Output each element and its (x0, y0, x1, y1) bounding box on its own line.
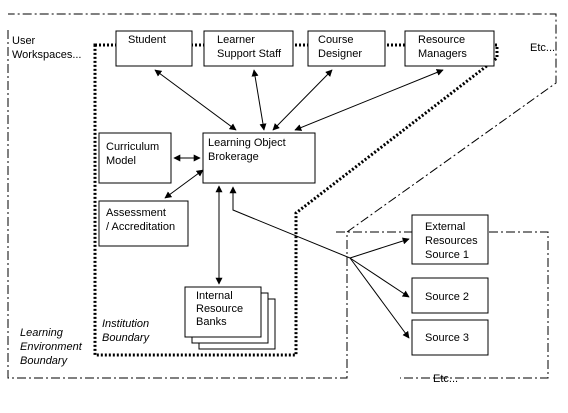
student-brokerage-arrow (154, 69, 237, 131)
source-3-box[interactable]: Source 3 (411, 319, 489, 356)
source-3-arrow (349, 257, 410, 339)
assessment-brokerage-arrow (164, 169, 204, 199)
curriculum-model-label: Curriculum Model (106, 141, 162, 167)
external-source-1-arrow (349, 237, 410, 259)
learner-support-staff-box[interactable]: Learner Support Staff (203, 30, 294, 67)
etc-bottom-label: Etc... (433, 373, 458, 385)
course-designer-label: Course Designer (318, 34, 362, 60)
assessment-accreditation-box[interactable]: Assessment / Accreditation (98, 200, 189, 247)
curriculum-model-box[interactable]: Curriculum Model (98, 132, 172, 184)
internal-banks-label: Internal Resource Banks (196, 290, 246, 328)
external-resources-source-1-box[interactable]: External Resources Source 1 (411, 214, 489, 265)
user-workspaces-label: User Workspaces... (12, 35, 82, 61)
support-staff-brokerage-arrow (251, 69, 267, 131)
course-designer-brokerage-arrow (272, 69, 333, 131)
resource-managers-box[interactable]: Resource Managers (404, 30, 495, 67)
learning-environment-boundary (7, 13, 557, 379)
student-box[interactable]: Student (115, 30, 193, 67)
source-2-box[interactable]: Source 2 (411, 277, 489, 314)
learner-support-staff-label: Learner Support Staff (217, 34, 282, 60)
resource-managers-label: Resource Managers (418, 34, 468, 60)
brokerage-label: Learning Object Brokerage (208, 137, 289, 163)
external-source-1-label: External Resources Source 1 (425, 221, 481, 261)
course-designer-box[interactable]: Course Designer (307, 30, 386, 67)
brokerage-external-path (229, 186, 351, 259)
assessment-label: Assessment / Accreditation (106, 207, 175, 233)
internal-resource-banks-stack[interactable]: Internal Resource Banks (184, 286, 276, 350)
source-3-label: Source 3 (425, 332, 469, 344)
learning-object-brokerage-box[interactable]: Learning Object Brokerage (202, 132, 316, 184)
student-label: Student (128, 34, 166, 46)
source-2-label: Source 2 (425, 291, 469, 303)
etc-top-label: Etc... (530, 42, 555, 54)
institution-boundary-label: Institution Boundary (102, 318, 152, 344)
resource-managers-brokerage-arrow (294, 69, 444, 131)
learning-environment-label: Learning Environment Boundary (20, 327, 85, 367)
source-2-arrow (349, 257, 410, 298)
institution-boundary (93, 43, 499, 357)
